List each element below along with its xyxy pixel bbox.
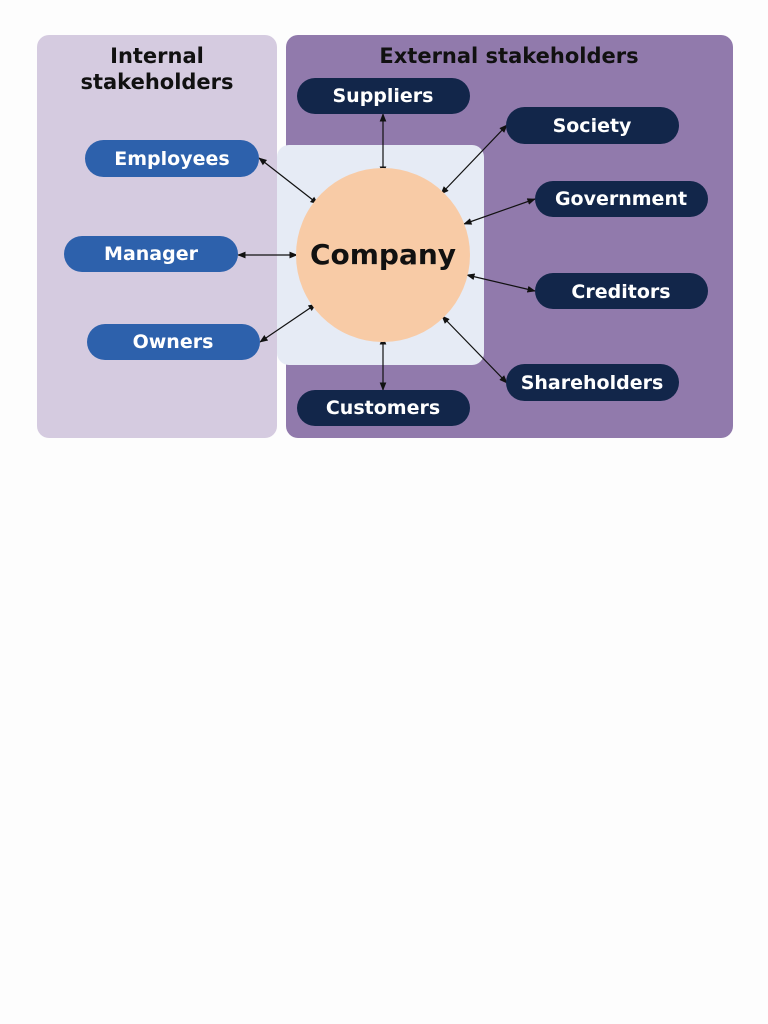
internal-label-manager: Manager xyxy=(104,243,199,265)
company-circle xyxy=(296,168,470,342)
external-pill-suppliers xyxy=(297,78,470,114)
external-node-suppliers: Suppliers xyxy=(297,78,470,114)
internal-pill-owners xyxy=(87,324,260,360)
external-title: External stakeholders xyxy=(379,44,638,68)
external-pill-customers xyxy=(297,390,470,426)
internal-label-employees: Employees xyxy=(114,148,229,170)
internal-node-manager: Manager xyxy=(64,236,238,272)
internal-pill-manager xyxy=(64,236,238,272)
external-pill-creditors xyxy=(535,273,708,309)
internal-title-line1: Internal xyxy=(110,44,204,68)
internal-label-owners: Owners xyxy=(133,331,214,353)
external-node-government: Government xyxy=(535,181,708,217)
external-label-society: Society xyxy=(553,115,632,137)
external-node-society: Society xyxy=(506,107,679,144)
connector-shareholders xyxy=(441,315,508,384)
external-label-government: Government xyxy=(555,188,687,210)
external-node-creditors: Creditors xyxy=(535,273,708,309)
external-pill-government xyxy=(535,181,708,217)
internal-node-owners: Owners xyxy=(87,324,260,360)
external-pill-shareholders xyxy=(506,364,679,401)
connector-creditors xyxy=(466,273,536,293)
connector-government xyxy=(463,198,536,225)
external-label-creditors: Creditors xyxy=(571,281,670,303)
external-label-shareholders: Shareholders xyxy=(521,372,664,394)
connector-employees xyxy=(258,157,319,205)
internal-node-employees: Employees xyxy=(85,140,259,177)
external-label-customers: Customers xyxy=(326,397,440,419)
internal-pill-employees xyxy=(85,140,259,177)
external-node-shareholders: Shareholders xyxy=(506,364,679,401)
external-node-customers: Customers xyxy=(297,390,470,426)
external-pill-society xyxy=(506,107,679,144)
connector-owners xyxy=(259,303,317,343)
external-label-suppliers: Suppliers xyxy=(332,85,433,107)
company-node: Company xyxy=(296,168,470,342)
company-label: Company xyxy=(310,238,456,271)
connector-group xyxy=(237,113,536,391)
internal-title-line2: stakeholders xyxy=(80,70,233,94)
connector-society xyxy=(440,124,508,195)
